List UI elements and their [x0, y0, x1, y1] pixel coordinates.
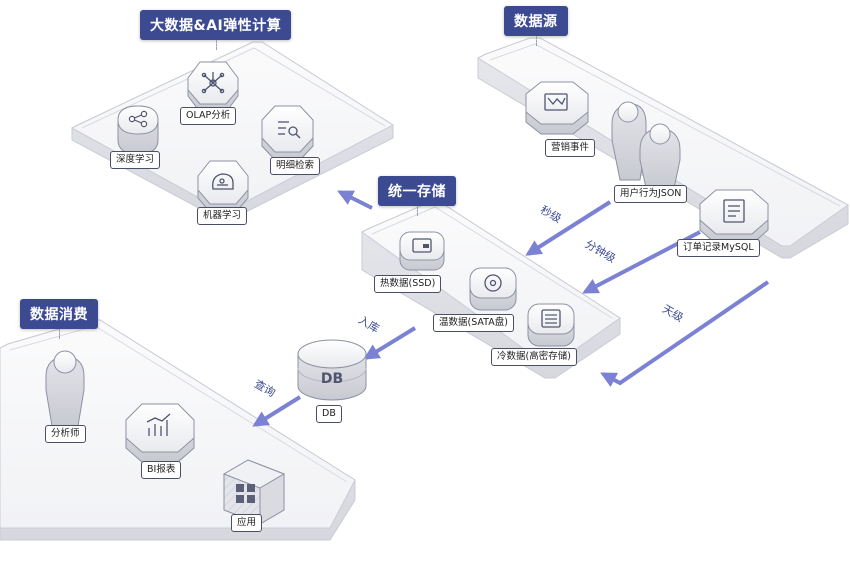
machine-learning-label: 机器学习 — [197, 207, 248, 225]
arrow-second — [525, 200, 612, 256]
cold-data-label: 冷数据(高密存储) — [491, 348, 577, 366]
db-cylinder-icon: DB — [297, 339, 367, 401]
flow-arrows — [252, 190, 770, 427]
olap-icon — [187, 61, 239, 113]
warm-data-label: 温数据(SATA盘) — [433, 314, 514, 332]
analyst-label: 分析师 — [45, 425, 86, 443]
user-behavior-icon — [611, 101, 681, 189]
hot-data-icon — [399, 231, 445, 271]
source-region-title: 数据源 — [504, 6, 568, 46]
analyst-icon — [45, 350, 85, 427]
app-label: 应用 — [231, 514, 263, 532]
app-icon — [222, 459, 286, 525]
detail-search-label: 明细检索 — [270, 157, 321, 175]
warm-data-icon — [469, 267, 517, 311]
storage-region-title: 统一存储 — [378, 176, 456, 216]
marketing-label: 营销事件 — [545, 139, 596, 157]
deep-learning-label: 深度学习 — [110, 151, 161, 169]
hot-data-label: 热数据(SSD) — [374, 275, 442, 293]
deep-learning-icon — [117, 105, 159, 155]
marketing-icon — [525, 81, 589, 135]
bi-report-label: BI报表 — [141, 461, 182, 479]
arrow-to-compute — [337, 190, 373, 210]
cold-data-icon — [527, 303, 575, 347]
user-behavior-label: 用户行为JSON — [614, 185, 688, 203]
db-label: DB — [316, 405, 342, 423]
consume-region-title: 数据消费 — [20, 299, 98, 339]
arrow-day — [600, 280, 770, 388]
order-record-label: 订单记录MySQL — [677, 239, 760, 257]
detail-search-icon — [261, 105, 314, 161]
arrow-query — [252, 395, 302, 427]
bi-report-icon — [125, 403, 195, 463]
arrow-ingest — [363, 326, 417, 360]
order-record-icon — [699, 189, 769, 245]
compute-region-title: 大数据&AI弹性计算 — [140, 10, 292, 50]
olap-label: OLAP分析 — [180, 107, 237, 125]
db-glyph: DB — [321, 371, 343, 387]
machine-learning-icon — [197, 160, 249, 213]
